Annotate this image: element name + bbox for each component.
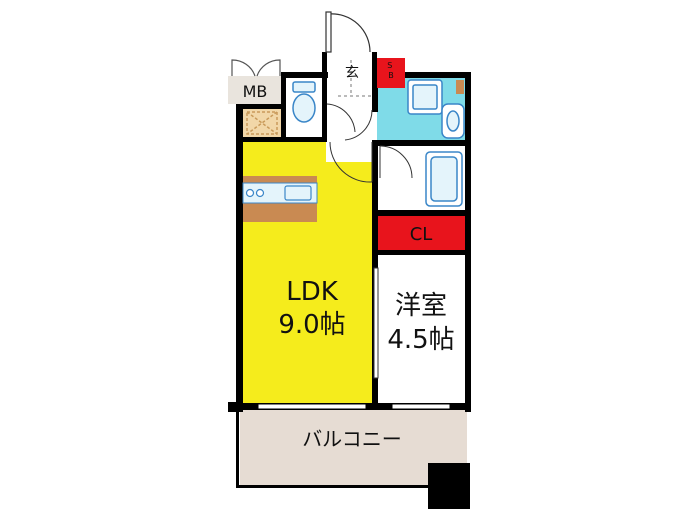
western-sliding-door: [373, 267, 379, 379]
closet-label: CL: [410, 224, 433, 245]
mb-door-icon: [231, 59, 281, 77]
kitchen-stove-icon: [245, 188, 265, 198]
entrance-label: 玄: [345, 64, 359, 81]
toilet-door-swing-icon: [326, 103, 356, 133]
washroom-door-swing-icon: [344, 109, 373, 141]
shoe-box-label: S B: [387, 61, 395, 80]
hatch-x-icon: [246, 111, 278, 135]
ldk-size-label: 9.0帖: [278, 310, 345, 340]
kitchen-sink-icon: [284, 185, 312, 201]
washing-machine-pan-icon: [407, 79, 443, 115]
western-room-label: 洋室: [395, 291, 447, 321]
ldk-door-swing-icon: [329, 141, 373, 183]
closet-area: [377, 214, 467, 252]
washbasin-icon: [441, 103, 465, 139]
bathtub-icon: [425, 151, 463, 207]
western-room-size-label: 4.5帖: [387, 325, 454, 355]
windows: [257, 403, 451, 410]
balcony-label: バルコニー: [302, 427, 402, 451]
entrance-hall: [326, 52, 374, 162]
bath-door-swing-icon: [379, 145, 413, 179]
front-door-swing-icon: [325, 11, 371, 53]
meter-box-area: [228, 76, 283, 104]
meter-box-label: MB: [243, 82, 268, 101]
toilet-icon: [292, 81, 316, 123]
ldk-label: LDK: [286, 277, 339, 307]
shoe-box: [377, 58, 405, 88]
western-room: [377, 254, 467, 404]
washroom-shelf: [456, 80, 464, 94]
